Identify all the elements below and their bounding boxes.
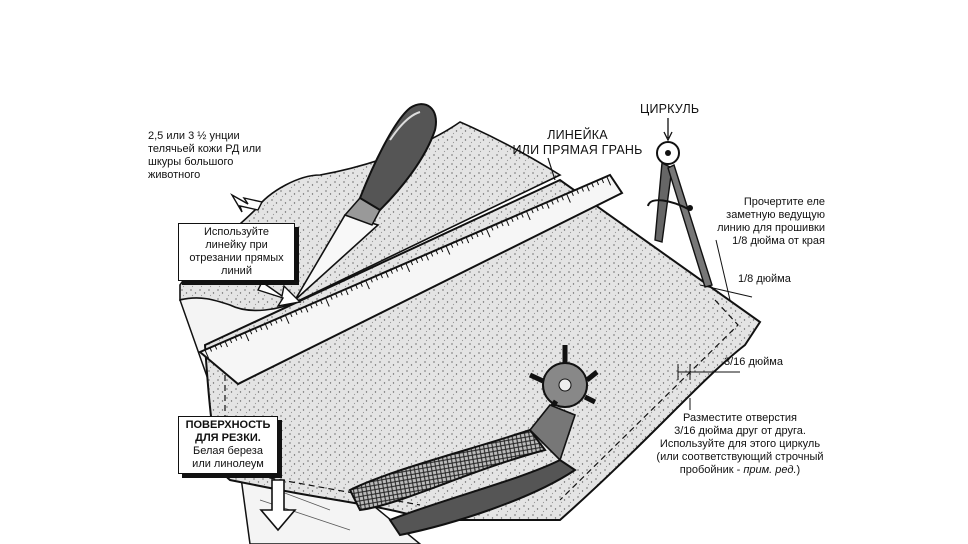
rotary-hole-punch <box>348 345 599 537</box>
eighth-inch-label: 1/8 дюйма <box>738 273 791 285</box>
compass-pointer-line <box>663 118 673 142</box>
three-sixteenth-label: 3/16 дюйма <box>724 356 783 368</box>
cutting-surface-box: ПОВЕРХНОСТЬ ДЛЯ РЕЗКИ. Белая береза или … <box>178 416 278 474</box>
holes-end-text: ) <box>796 464 801 476</box>
eighth-inch-pointer-line <box>699 284 753 298</box>
cutting-surface-arrow <box>259 479 297 532</box>
ruler-tip-box: Используйте линейку при отрезании прямых… <box>178 223 295 281</box>
holes-instruction-label: Разместите отверстия 3/16 дюйма друг от … <box>650 412 830 477</box>
holes-editor-note: прим. ред. <box>743 464 797 476</box>
compass-divider <box>647 141 713 288</box>
cutting-surface-sub: Белая береза или линолеум <box>192 445 264 470</box>
ruler-pointer-line <box>547 157 556 181</box>
swivel-knife <box>294 103 437 301</box>
leather-label: 2,5 или 3 ½ унции телячьей кожи РД или ш… <box>148 130 262 181</box>
ruler-tip-label: Используйте линейку при отрезании прямых… <box>189 226 284 277</box>
guide-line-label: Прочертите еле заметную ведущую линию дл… <box>717 196 825 247</box>
three-sixteenth-dimension <box>677 364 740 380</box>
compass-label: ЦИРКУЛЬ <box>640 102 700 116</box>
ruler <box>198 173 624 386</box>
ruler-tip-arrow <box>257 280 302 307</box>
leather-arrow <box>230 193 264 213</box>
ruler-label: ЛИНЕЙКА ИЛИ ПРЯМАЯ ГРАНЬ <box>512 128 643 157</box>
holes-main-text: Разместите отверстия 3/16 дюйма друг от … <box>656 412 824 476</box>
guide-pointer-line <box>715 239 731 301</box>
cutting-surface-title: ПОВЕРХНОСТЬ ДЛЯ РЕЗКИ. <box>185 419 271 444</box>
